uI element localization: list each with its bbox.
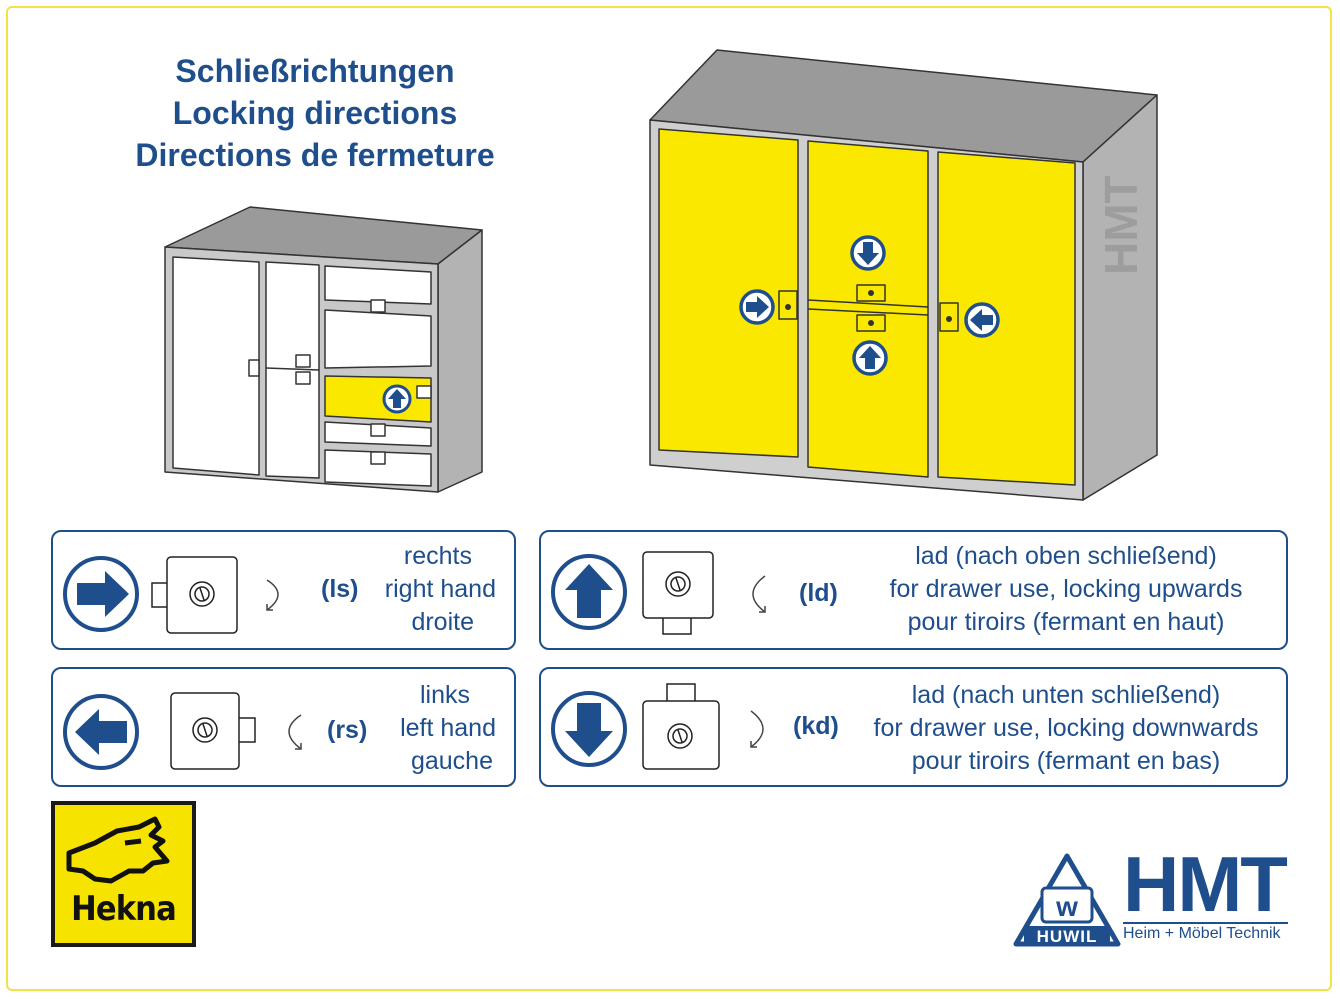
- large-cabinet-arrow-down-icon: [850, 235, 886, 271]
- legend-ld-code: (ld): [799, 579, 838, 607]
- svg-text:HMT: HMT: [1095, 175, 1147, 275]
- lock-icon: [151, 556, 238, 634]
- legend-ld-desc-1: lad (nach oben schließend): [915, 542, 1217, 570]
- title-french: Directions de fermeture: [135, 137, 495, 173]
- small-cabinet-drawing: [164, 206, 483, 493]
- hekna-text: Hekna: [71, 889, 177, 929]
- legend-ls: (ls) rechts right hand droite: [51, 530, 516, 650]
- arrow-left-icon: [63, 694, 139, 770]
- arrow-down-icon: [551, 691, 627, 767]
- legend-ls-desc-2: right hand: [384, 575, 496, 603]
- lock-icon: [642, 551, 714, 635]
- legend-ls-code: (ls): [321, 575, 359, 603]
- legend-rs-code: (rs): [327, 716, 368, 744]
- huwil-text: HUWIL: [1036, 927, 1098, 946]
- large-cabinet-arrow-right-icon: [739, 289, 775, 325]
- lock-icon: [642, 683, 720, 770]
- rotation-clockwise-icon: [266, 579, 279, 611]
- arrow-up-icon: [551, 554, 627, 630]
- legend-ld: (ld) lad (nach oben schließend) for draw…: [539, 530, 1288, 650]
- large-cabinet-arrow-left-icon: [964, 302, 1000, 338]
- legend-ls-desc-3: droite: [411, 608, 474, 636]
- large-cabinet-arrow-up-icon: [852, 340, 888, 376]
- rotation-counterclockwise-icon: [752, 575, 766, 613]
- rotation-counterclockwise-icon: [288, 714, 302, 750]
- page-frame: [6, 6, 1332, 991]
- title-english: Locking directions: [172, 95, 458, 131]
- large-cabinet-drawing: HMT: [649, 49, 1158, 501]
- legend-kd-desc-3: pour tiroirs (fermant en bas): [911, 747, 1221, 775]
- legend-kd-code: (kd): [793, 712, 839, 740]
- legend-kd: (kd) lad (nach unten schließend) for dra…: [539, 667, 1288, 787]
- legend-rs-desc-3: gauche: [410, 747, 493, 775]
- hmt-subtitle: Heim + Möbel Technik: [1123, 925, 1281, 942]
- hmt-watermark: HMT: [1095, 175, 1147, 275]
- legend-ls-desc-1: rechts: [403, 542, 472, 570]
- lock-icon: [170, 692, 256, 770]
- hmt-logo-text: HMT: [1123, 840, 1288, 928]
- small-cabinet-arrow-up-icon: [382, 384, 412, 414]
- legend-rs: (rs) links left hand gauche: [51, 667, 516, 787]
- page-title: Schließrichtungen Locking directions Dir…: [100, 50, 530, 176]
- legend-ld-desc-2: for drawer use, locking upwards: [889, 575, 1243, 603]
- hekna-logo: Hekna: [51, 801, 196, 947]
- legend-kd-desc-2: for drawer use, locking downwards: [873, 714, 1259, 742]
- legend-ld-desc-3: pour tiroirs (fermant en haut): [907, 608, 1225, 636]
- huwil-logo: w: [1013, 853, 1121, 947]
- arrow-right-icon: [63, 556, 139, 632]
- rotation-clockwise-icon: [750, 710, 764, 748]
- legend-rs-desc-1: links: [419, 681, 470, 709]
- legend-kd-desc-1: lad (nach unten schließend): [911, 681, 1221, 709]
- hmt-divider: [1123, 922, 1288, 924]
- hekna-lion-icon: [66, 816, 170, 884]
- title-german: Schließrichtungen: [175, 53, 455, 89]
- svg-text:w: w: [1055, 891, 1078, 922]
- legend-rs-desc-2: left hand: [400, 714, 496, 742]
